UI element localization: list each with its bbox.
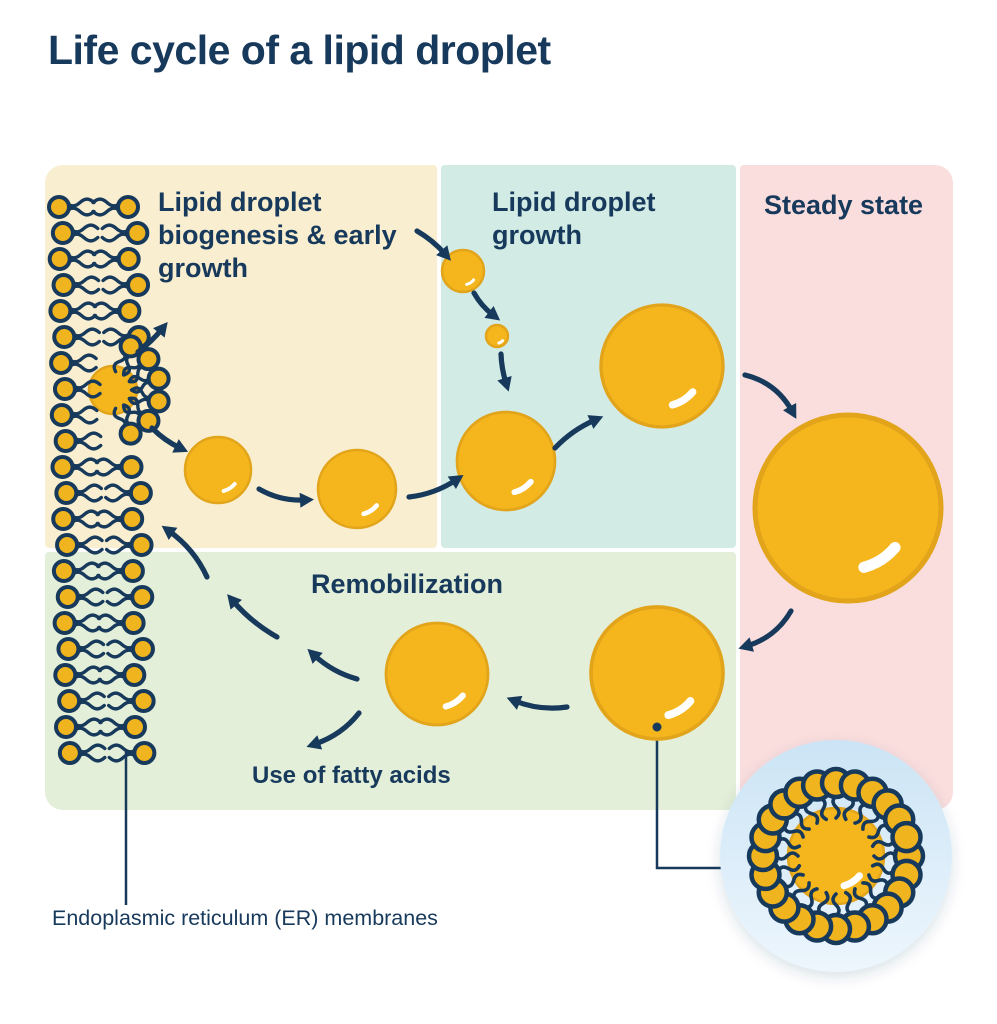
section-title-steady-state: Steady state xyxy=(764,190,924,220)
section-panel-steady-state xyxy=(740,165,953,810)
er-membranes-label: Endoplasmic reticulum (ER) membranes xyxy=(52,906,438,930)
section-title-remobilization: Remobilization xyxy=(311,569,504,599)
section-title-biogenesis: Lipid droplet biogenesis & early growth xyxy=(158,187,397,283)
section-title-growth: Lipid droplet growth xyxy=(492,187,656,250)
page-title: Life cycle of a lipid droplet xyxy=(48,27,551,73)
use-of-fatty-acids-label: Use of fatty acids xyxy=(252,762,451,789)
